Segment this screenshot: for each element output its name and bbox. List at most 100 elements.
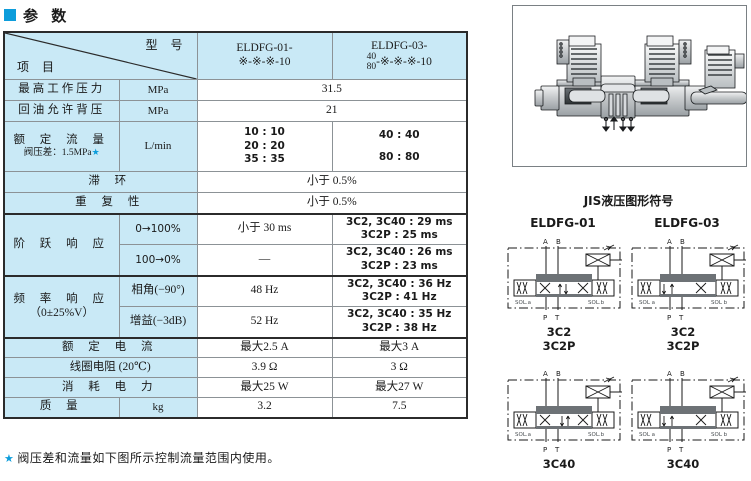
row-label-step-response: 阶 跃 响 应 — [3, 212, 120, 276]
freq-value1-gain: 52 Hz — [196, 306, 333, 338]
jis-diagram-eldfg03-3c40: A B P T — [628, 368, 748, 459]
rated-flow-subnote-text: 阀压差：1.5MPa — [23, 148, 92, 159]
header-corner-cell: 型 号 项 目 — [3, 31, 198, 80]
rated-flow-col1: 10 : 10 20 : 20 35 : 35 — [196, 121, 333, 172]
diagonal-divider-icon — [5, 33, 197, 79]
row-value-hysteresis: 小于 0.5% — [196, 171, 468, 193]
sol-b-label: SOL.b — [588, 300, 605, 306]
jis-caption-col2-bottom: 3C40 — [666, 457, 700, 471]
table-header-row: 型 号 项 目 ELDFG-01- ※-※-※-10 ELDFG-03- 40 … — [3, 31, 468, 80]
valve-symbol-3c2-col1: A B P T — [507, 238, 622, 322]
flow-item: 35 : 35 — [244, 153, 285, 166]
col2-line1: ELDFG-03- — [371, 39, 428, 52]
jis-col-header-eldfg03: ELDFG-03 — [654, 216, 720, 230]
step-v2a: 3C2, 3C40 : 29 ms — [345, 215, 453, 228]
step-v2b: 3C2P : 23 ms — [360, 259, 438, 272]
port-b-label: B — [680, 370, 685, 378]
sol-a-label: SOL a — [639, 300, 655, 306]
freq-v2b: 3C2P : 38 Hz — [361, 321, 437, 334]
row-label-mass: 质 量 — [3, 397, 120, 419]
row-label-hysteresis: 滞 环 — [3, 171, 198, 193]
row-label-back-pressure: 回油允许背压 — [3, 100, 120, 122]
jis-caption-col2-top: 3C2 3C2P — [628, 325, 738, 353]
table-row: 滞 环 小于 0.5% — [3, 171, 468, 193]
header-model-label: 型 号 — [145, 38, 188, 52]
rated-flow-name: 额 定 流 量 — [13, 133, 111, 146]
step-value2-0-100: 3C2, 3C40 : 29 ms 3C2P : 25 ms — [331, 212, 468, 245]
row-unit-back-pressure: MPa — [118, 100, 198, 122]
valve-assembly-illustration — [534, 35, 746, 132]
row-unit-mass: kg — [118, 397, 198, 419]
port-a-label: A — [667, 370, 672, 378]
freq-cond-gain: 增益(−3dB) — [118, 306, 198, 338]
valve-symbol-3c2-col2: A B P T — [631, 238, 746, 322]
row-v1-rated-current: 最大2.5 A — [196, 336, 333, 358]
freq-name: 频 率 响 应 — [13, 292, 111, 305]
jis-diagram-eldfg01-3c2: A B P T — [504, 236, 624, 327]
table-row: 消 耗 电 力 最大25 W 最大27 W — [3, 377, 468, 398]
col2-fraction: 40 80 — [367, 53, 377, 72]
jis-diagram-eldfg03-3c2: A B P T — [628, 236, 748, 327]
port-a-label: A — [543, 370, 548, 378]
step-value1-100-0: — — [196, 244, 333, 276]
table-row: 频 率 响 应 （0±25%V） 相角(−90°) 48 Hz 3C2, 3C4… — [3, 274, 468, 338]
row-v2-coil-resistance: 3 Ω — [331, 357, 468, 378]
row-value-max-pressure: 31.5 — [196, 79, 468, 101]
caption-3c2p: 3C2P — [542, 338, 576, 353]
row-value-repeatability: 小于 0.5% — [196, 192, 468, 214]
jis-caption-col1-top: 3C2 3C2P — [504, 325, 614, 353]
flow-item: 80 : 80 — [378, 150, 420, 163]
table-row: 回油允许背压 MPa 21 — [3, 100, 468, 122]
jis-symbols-title: JIS液压图形符号 — [583, 194, 674, 208]
row-label-power: 消 耗 电 力 — [3, 377, 198, 398]
port-p-label: P — [667, 446, 671, 454]
section-marker-icon — [4, 9, 16, 21]
step-v2a: 3C2, 3C40 : 26 ms — [345, 246, 453, 259]
port-a-label: A — [667, 238, 672, 246]
port-p-label: P — [543, 314, 547, 322]
step-v2b: 3C2P : 25 ms — [360, 229, 438, 242]
row-v2-rated-current: 最大3 A — [331, 336, 468, 358]
freq-value1-phase: 48 Hz — [196, 274, 333, 307]
freq-cond-phase: 相角(−90°) — [118, 274, 198, 307]
product-photo-box — [512, 5, 747, 167]
step-cond-0-100: 0→100% — [118, 212, 198, 245]
col2-line2: 40 80 -※-※-※-10 — [336, 53, 464, 72]
port-p-label: P — [667, 314, 671, 322]
valve-symbol-3c40-col1: A B P T — [507, 370, 622, 454]
header-item-label: 项 目 — [17, 59, 60, 74]
port-a-label: A — [543, 238, 548, 246]
table-row: 线圈电阻 (20℃) 3.9 Ω 3 Ω — [3, 357, 468, 378]
row-v1-coil-resistance: 3.9 Ω — [196, 357, 333, 378]
port-p-label: P — [543, 446, 547, 454]
section-title: 参 数 — [4, 4, 70, 26]
port-t-label: T — [554, 314, 560, 322]
row-unit-max-pressure: MPa — [118, 79, 198, 101]
column-header-eldfg03: ELDFG-03- 40 80 -※-※-※-10 — [331, 31, 468, 80]
table-row: 额 定 电 流 最大2.5 A 最大3 A — [3, 336, 468, 358]
row-unit-rated-flow: L/min — [118, 121, 198, 172]
step-value1-0-100: 小于 30 ms — [196, 212, 333, 245]
row-label-rated-flow: 额 定 流 量 阀压差：1.5MPa★ — [3, 121, 120, 172]
rated-flow-subnote: 阀压差：1.5MPa★ — [8, 147, 116, 159]
row-label-rated-current: 额 定 电 流 — [3, 336, 198, 358]
footnote: ★阀压差和流量如下图所示控制流量范围内使用。 — [4, 449, 280, 466]
table-row: 额 定 流 量 阀压差：1.5MPa★ L/min 10 : 10 20 : 2… — [3, 121, 468, 172]
caption-3c2p: 3C2P — [666, 338, 700, 353]
sol-a-label: SOL.a — [515, 432, 531, 438]
table-row: 质 量 kg 3.2 7.5 — [3, 397, 468, 419]
freq-value2-phase: 3C2, 3C40 : 36 Hz 3C2P : 41 Hz — [331, 274, 468, 307]
row-label-repeatability: 重 复 性 — [3, 192, 198, 214]
rated-flow-col2: 40 : 40 80 : 80 — [331, 121, 468, 172]
sol-a-label: SOL.a — [515, 300, 531, 306]
freq-name2: （0±25%V） — [29, 306, 94, 319]
jis-caption-col1-bottom: 3C40 — [542, 457, 576, 471]
specifications-table: 型 号 项 目 ELDFG-01- ※-※-※-10 ELDFG-03- 40 … — [3, 31, 468, 419]
sol-b-label: SOL b — [711, 432, 728, 438]
section-title-text: 参 数 — [23, 6, 71, 25]
col1-line1: ELDFG-01- — [236, 42, 293, 55]
row-label-coil-resistance: 线圈电阻 (20℃) — [3, 357, 198, 378]
port-b-label: B — [556, 238, 561, 246]
port-t-label: T — [678, 314, 684, 322]
